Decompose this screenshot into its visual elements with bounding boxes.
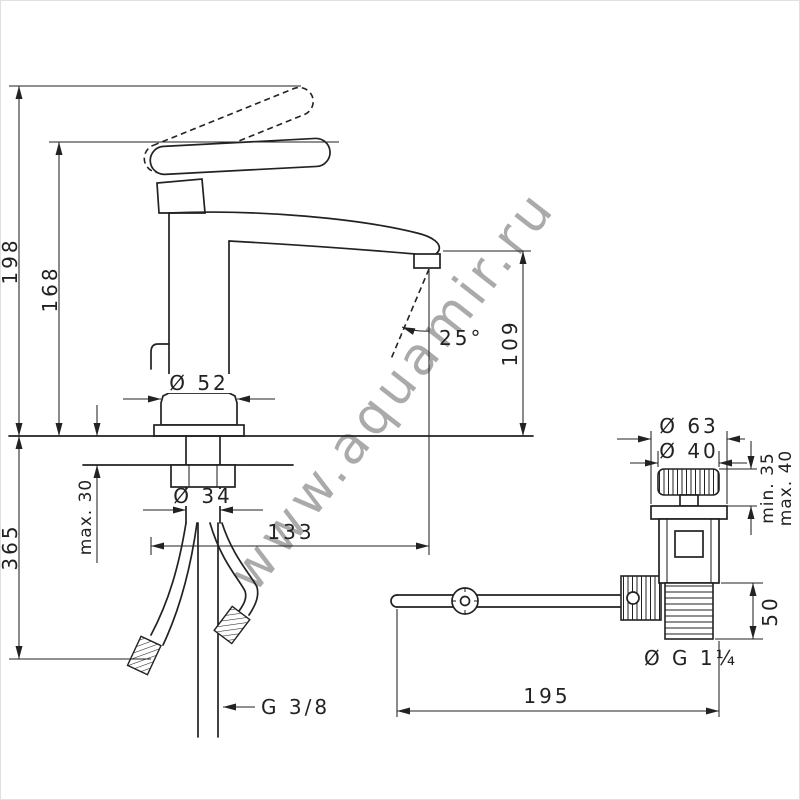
dim-plug-diameter-label: Ø 40 [659,439,719,463]
hose-fitting-left [126,635,162,676]
rod-pivot [626,591,640,605]
dim-hole-diameter-label: Ø 34 [173,484,233,508]
popup-pull-rod [150,343,170,370]
dim-hose-thread-label: G 3/8 [261,695,330,719]
dim-below-deck-label: 365 [1,523,22,570]
dim-tailpiece-length-label: 50 [758,595,782,626]
dim-min-height-label: min. 35 [758,452,778,524]
dim-total-height-label: 198 [1,237,22,284]
faucet-dimensions: 198 168 365 max. 30 Ø 52 Ø 34 109 [1,85,531,719]
lever-handle [149,137,331,176]
dim-rod-length-label: 195 [523,684,570,708]
drain-dimensions: Ø 63 Ø 40 min. 35 max. 40 50 Ø G 1¼ [396,414,796,717]
dim-max-height-label: max. 40 [776,450,796,526]
plug-stem [679,494,699,507]
drain-tailpiece [664,582,714,640]
mounting-nut [170,464,236,488]
aerator [413,253,441,269]
dim-base-diameter-label: Ø 52 [169,371,229,395]
drain-assembly: Ø 63 Ø 40 min. 35 max. 40 50 Ø G 1¼ [390,414,796,717]
overflow-hole [674,530,704,558]
drain-plug-cap [657,468,720,496]
faucet-side-view: 198 168 365 max. 30 Ø 52 Ø 34 109 [1,85,534,738]
lever-neck [156,178,206,214]
dim-flange-diameter-label: Ø 63 [659,414,719,438]
spout [150,211,441,394]
dim-spout-height-label: 109 [498,319,522,366]
dim-deck-thickness-label: max. 30 [76,479,96,555]
mounting-shank [170,435,236,524]
drain-rod [390,587,624,615]
faucet-base [153,392,245,437]
dim-spout-reach-label: 133 [267,520,314,544]
dim-lever-height-label: 168 [38,265,62,312]
drain-body [658,518,720,584]
dim-drain-thread-label: Ø G 1¼ [644,646,738,670]
drain-flange [650,505,728,520]
supply-hose-left [126,522,198,676]
dim-spout-angle-label: 25° [439,326,483,350]
hose-fitting-right [213,605,251,645]
